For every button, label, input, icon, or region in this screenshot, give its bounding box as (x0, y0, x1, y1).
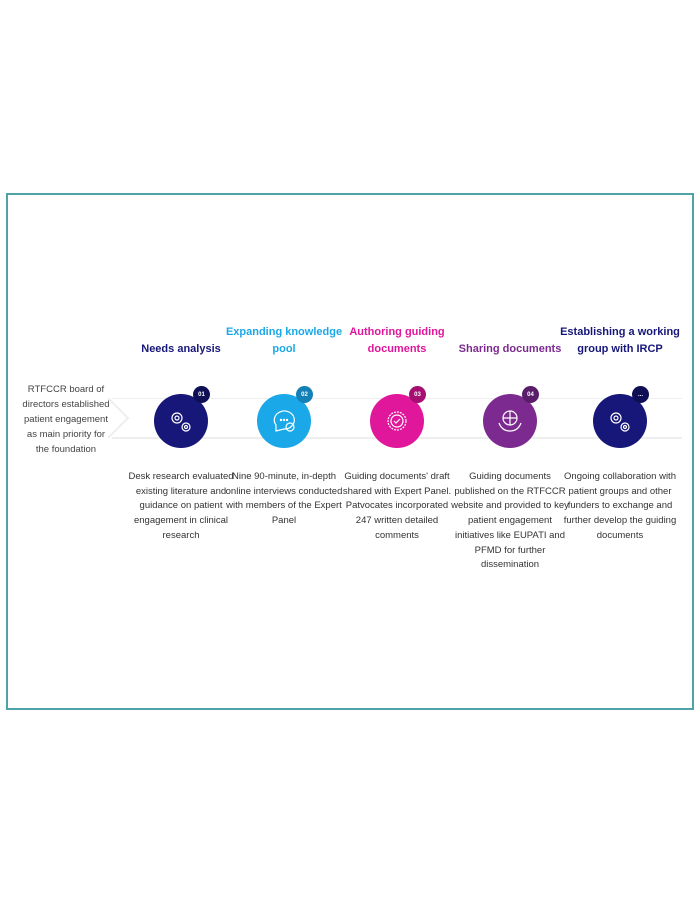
step-badge: 04 (522, 386, 539, 403)
step-badge: 02 (296, 386, 313, 403)
chevron-arrow (108, 398, 130, 438)
step-description: Guiding documents published on the RTFCC… (451, 471, 569, 571)
step-circle (370, 394, 424, 448)
step-description: Ongoing collaboration with patient group… (563, 471, 677, 541)
step-badge: 01 (193, 386, 210, 403)
step-title: Authoring guiding documents (349, 326, 445, 355)
intro-text: RTFCCR board of directors established pa… (22, 384, 110, 455)
step-badge: ... (632, 386, 649, 403)
badge-check-icon (387, 411, 407, 431)
chat-refresh-icon (273, 410, 295, 432)
step-circle (154, 394, 208, 448)
step-circle (593, 394, 647, 448)
step-description: Guiding documents' draft shared with Exp… (342, 471, 452, 541)
globe-hands-icon (498, 410, 522, 432)
step-title: Sharing documents (458, 343, 562, 355)
step-title: Establishing a working group with IRCP (560, 326, 680, 355)
diagram-frame (6, 193, 694, 710)
gears-icon (610, 412, 630, 432)
step-3: Authoring guiding documents 03 Guiding d… (337, 0, 457, 900)
step-badge: 03 (409, 386, 426, 403)
step-4: Sharing documents 04 Guiding documents p… (450, 0, 570, 900)
step-title: Expanding knowledge pool (225, 326, 343, 355)
step-circle (483, 394, 537, 448)
step-circle (257, 394, 311, 448)
gears-icon (171, 412, 191, 432)
step-5: Establishing a working group with IRCP .… (560, 0, 680, 900)
step-description: Desk research evaluated existing literat… (128, 471, 234, 541)
step-title: Needs analysis (141, 343, 221, 355)
step-1: Needs analysis 01 Desk research evaluate… (121, 0, 241, 900)
step-description: Nine 90-minute, in-depth online intervie… (225, 471, 343, 527)
step-2: Expanding knowledge pool 02 Nine 90-minu… (224, 0, 344, 900)
